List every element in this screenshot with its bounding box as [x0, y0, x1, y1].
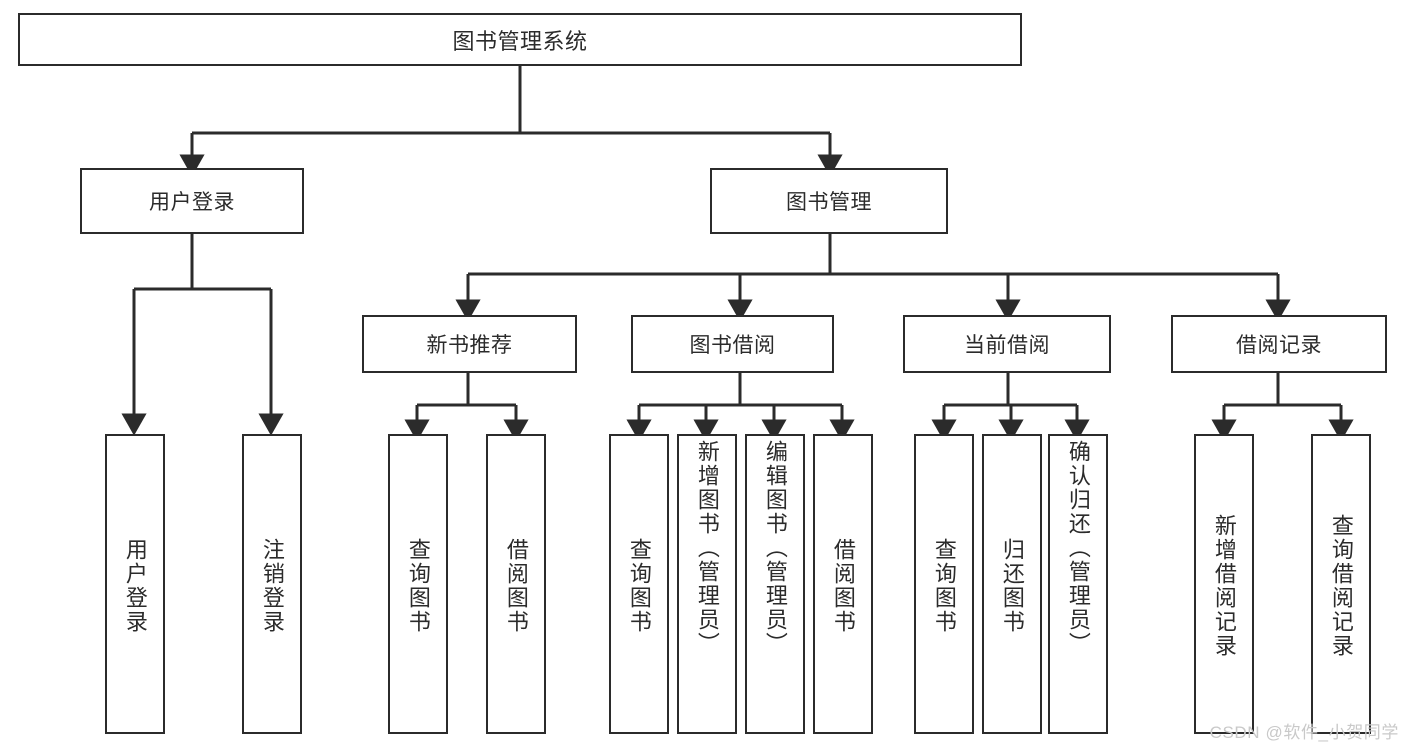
leaf-book-borrow-borrow-book[interactable]: 借阅图书: [813, 434, 873, 734]
leaf-book-borrow-query-book[interactable]: 查询图书: [609, 434, 669, 734]
node-current-borrow[interactable]: 当前借阅: [903, 315, 1111, 373]
leaf-new-book-query-book[interactable]: 查询图书: [388, 434, 448, 734]
node-root-book-management-system[interactable]: 图书管理系统: [18, 13, 1022, 66]
node-book-management[interactable]: 图书管理: [710, 168, 948, 234]
node-book-borrow[interactable]: 图书借阅: [631, 315, 834, 373]
node-borrow-record[interactable]: 借阅记录: [1171, 315, 1387, 373]
leaf-user-login-logout[interactable]: 注销登录: [242, 434, 302, 734]
leaf-book-borrow-edit-book-admin[interactable]: 编辑图书（管理员）: [745, 434, 805, 734]
leaf-book-borrow-add-book-admin[interactable]: 新增图书（管理员）: [677, 434, 737, 734]
leaf-current-borrow-return-book[interactable]: 归还图书: [982, 434, 1042, 734]
leaf-borrow-record-query-record[interactable]: 查询借阅记录: [1311, 434, 1371, 734]
leaf-current-borrow-query-book[interactable]: 查询图书: [914, 434, 974, 734]
node-new-book-recommend[interactable]: 新书推荐: [362, 315, 577, 373]
leaf-new-book-borrow-book[interactable]: 借阅图书: [486, 434, 546, 734]
leaf-borrow-record-add-record[interactable]: 新增借阅记录: [1194, 434, 1254, 734]
node-user-login[interactable]: 用户登录: [80, 168, 304, 234]
leaf-user-login-login[interactable]: 用户登录: [105, 434, 165, 734]
leaf-current-borrow-confirm-return-admin[interactable]: 确认归还（管理员）: [1048, 434, 1108, 734]
